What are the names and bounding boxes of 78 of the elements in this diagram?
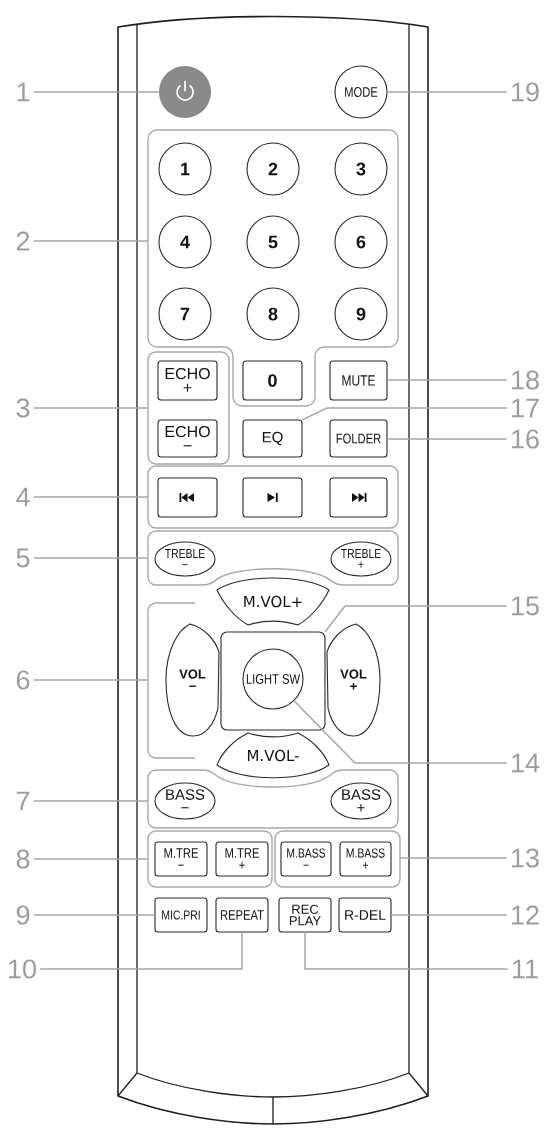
number-button: 1 (158, 142, 212, 196)
folder-button: FOLDER (329, 419, 388, 458)
button-group-outline (147, 351, 230, 465)
button-group-outline (147, 769, 399, 829)
button-group-outline (147, 530, 399, 586)
leader-line (390, 914, 508, 916)
leader-line (32, 800, 149, 802)
bass-button: BASS − (154, 782, 216, 820)
leader-line (32, 858, 149, 860)
callout-number: 9 (16, 905, 30, 925)
leader-line (324, 605, 508, 633)
callout-number: 5 (16, 548, 30, 568)
callout-number: 10 (9, 959, 36, 979)
leader-line (399, 857, 508, 859)
number-button: 3 (334, 142, 388, 196)
callout-number: 18 (512, 370, 539, 390)
record-delete-button: R-DEL (338, 897, 392, 933)
bass-button: BASS + (330, 782, 392, 820)
leader-line (32, 91, 160, 93)
leader-line (386, 379, 508, 381)
echo-button: ECHO + (157, 360, 218, 401)
callout-number: 2 (16, 231, 30, 251)
leader-line (39, 931, 243, 970)
number-button: 0 (242, 360, 303, 401)
leader-line (32, 914, 156, 916)
callout-number: 17 (512, 398, 539, 418)
leader-line (304, 931, 509, 970)
callout-number: 11 (513, 959, 538, 979)
mute-button: MUTE (329, 360, 388, 401)
callout-number: 12 (512, 905, 539, 925)
leader-line (32, 679, 149, 681)
callout-number: 13 (512, 848, 539, 868)
button-group-outline (274, 830, 401, 888)
leader-line (32, 407, 149, 409)
treble-button: TREBLE − (154, 541, 216, 577)
echo-button: ECHO − (157, 419, 218, 458)
leader-line (293, 700, 508, 764)
volume-button: VOL − (165, 623, 220, 737)
leader-line (32, 240, 149, 242)
number-button: 2 (246, 142, 300, 196)
mic-priority-button: MIC.PRI (154, 897, 208, 933)
callout-number: 15 (512, 596, 539, 616)
volume-button: VOL + (326, 623, 381, 737)
number-button: 9 (334, 287, 388, 341)
leader-line (32, 557, 149, 559)
number-button: 6 (334, 215, 388, 269)
record-play-button: REC PLAY (278, 897, 332, 933)
button-group-outline (147, 830, 273, 888)
callout-number: 19 (512, 82, 539, 102)
master-volume-button: M.VOL- (216, 732, 330, 779)
tone-button: M.BASS − (280, 841, 332, 877)
leader-line (301, 407, 508, 421)
callout-number: 1 (17, 82, 30, 102)
treble-button: TREBLE + (330, 541, 392, 577)
tone-button: M.TRE − (154, 841, 208, 877)
button-group-outline (147, 465, 399, 529)
number-button: 4 (158, 215, 212, 269)
tone-button: M.TRE + (215, 841, 269, 877)
callout-number: 7 (16, 791, 30, 811)
callout-number: 3 (16, 398, 30, 418)
callout-number: 14 (512, 753, 540, 773)
callout-number: 8 (16, 849, 30, 869)
leader-line (386, 438, 508, 440)
master-volume-button: M.VOL+ (216, 577, 330, 626)
number-button: 7 (158, 287, 212, 341)
repeat-button: REPEAT (215, 897, 269, 933)
leader-line (32, 496, 149, 498)
callout-number: 4 (16, 487, 30, 507)
button-group-outline (147, 129, 399, 407)
callout-number: 16 (512, 429, 539, 449)
light-button: LIGHT SW (242, 648, 304, 710)
number-button: 5 (246, 215, 300, 269)
leader-line (386, 91, 508, 93)
callout-number: 6 (16, 670, 30, 690)
eq-button: EQ (242, 419, 303, 458)
number-button: 8 (246, 287, 300, 341)
mode-button: MODE (334, 65, 388, 119)
tone-button: M.BASS + (339, 841, 392, 877)
